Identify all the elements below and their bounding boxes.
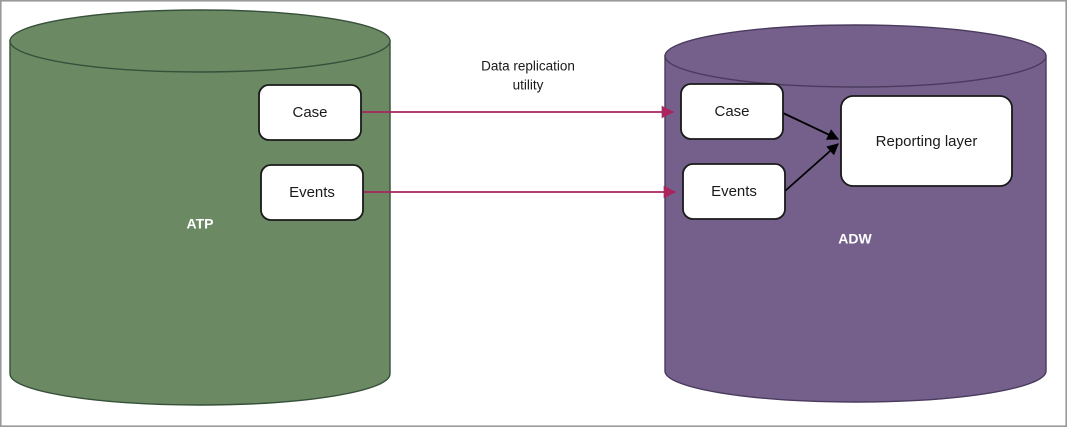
atp-events-label: Events	[289, 184, 335, 201]
adw-case-label: Case	[714, 103, 749, 120]
events-to-reporting-arrow	[784, 143, 839, 192]
adw-label: ADW	[838, 231, 872, 247]
reporting-layer-label: Reporting layer	[876, 133, 978, 150]
replication-label-line1: Data replication	[481, 59, 575, 74]
adw-case-box	[680, 83, 784, 140]
node-adw-events[interactable]: Events	[682, 163, 786, 220]
edge-case-to-reporting[interactable]	[782, 112, 840, 140]
node-atp-case[interactable]: Case	[258, 84, 362, 141]
atp-case-label: Case	[292, 104, 327, 121]
reporting-layer-box	[840, 95, 1013, 187]
edge-label-replication-utility: Data replication utility	[481, 59, 575, 93]
adw-events-label: Events	[711, 183, 757, 200]
atp-cylinder-top	[9, 9, 391, 73]
atp-label: ATP	[187, 216, 214, 232]
replication-label-line2: utility	[513, 78, 544, 93]
atp-case-box	[258, 84, 362, 141]
adw-cylinder-top	[664, 24, 1047, 88]
adw-events-box	[682, 163, 786, 220]
node-adw-case[interactable]: Case	[680, 83, 784, 140]
edge-events-to-reporting[interactable]	[784, 143, 839, 192]
case-to-reporting-arrow	[782, 112, 840, 140]
atp-events-box	[260, 164, 364, 221]
node-reporting-layer[interactable]: Reporting layer	[840, 95, 1013, 187]
node-atp-events[interactable]: Events	[260, 164, 364, 221]
